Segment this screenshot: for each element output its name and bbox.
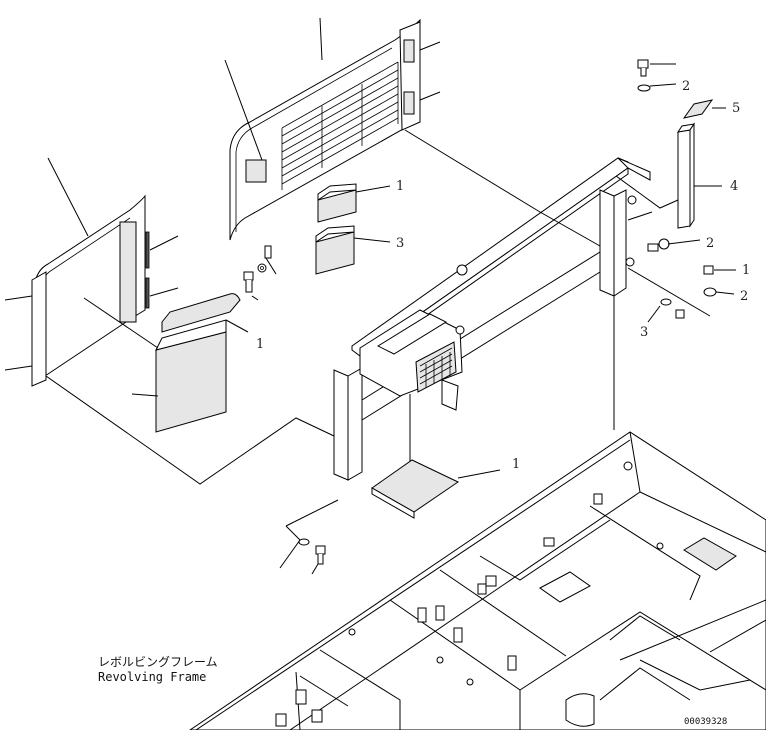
left-side-panel (4, 157, 179, 387)
upper-cover-panel (224, 17, 441, 241)
bolts-left (243, 245, 277, 301)
post-4: 4 (676, 122, 738, 229)
callout-5-strip: 5 (732, 101, 740, 116)
callout-1-floor-pad: 1 (512, 457, 520, 472)
leader-lines (45, 129, 711, 569)
callout-2-right-mid: 2 (706, 236, 714, 251)
pad-1-upper: 1 (317, 179, 404, 223)
bolt-top-right: 2 (637, 59, 690, 94)
callout-3-lower-bolt: 3 (640, 325, 648, 340)
callout-3-panel-lower: 3 (396, 236, 404, 251)
strip-5: 5 (682, 99, 740, 119)
main-frame (333, 157, 651, 481)
document-number: 00039328 (684, 717, 728, 727)
callout-2-right-washer: 2 (740, 289, 748, 304)
pad-1-floor: 1 (371, 457, 520, 519)
pad-1-left: 1 (83, 293, 264, 433)
bolts-right-mid: 2 1 2 3 (640, 236, 750, 340)
callout-1-left-pad: 1 (256, 337, 264, 352)
bolts-lower-left (298, 538, 326, 575)
caption-english: Revolving Frame (98, 670, 207, 684)
caption-japanese: レボルビングフレーム (98, 655, 218, 669)
revolving-frame (189, 431, 766, 730)
callout-4-post: 4 (730, 179, 738, 194)
callout-1-panel-upper: 1 (396, 179, 404, 194)
pad-3-upper: 3 (315, 225, 404, 275)
callout-2-top-washer: 2 (682, 79, 690, 94)
callout-1-right-bolt: 1 (742, 263, 750, 278)
grille-mesh (419, 347, 453, 388)
louver-grille (281, 61, 399, 190)
